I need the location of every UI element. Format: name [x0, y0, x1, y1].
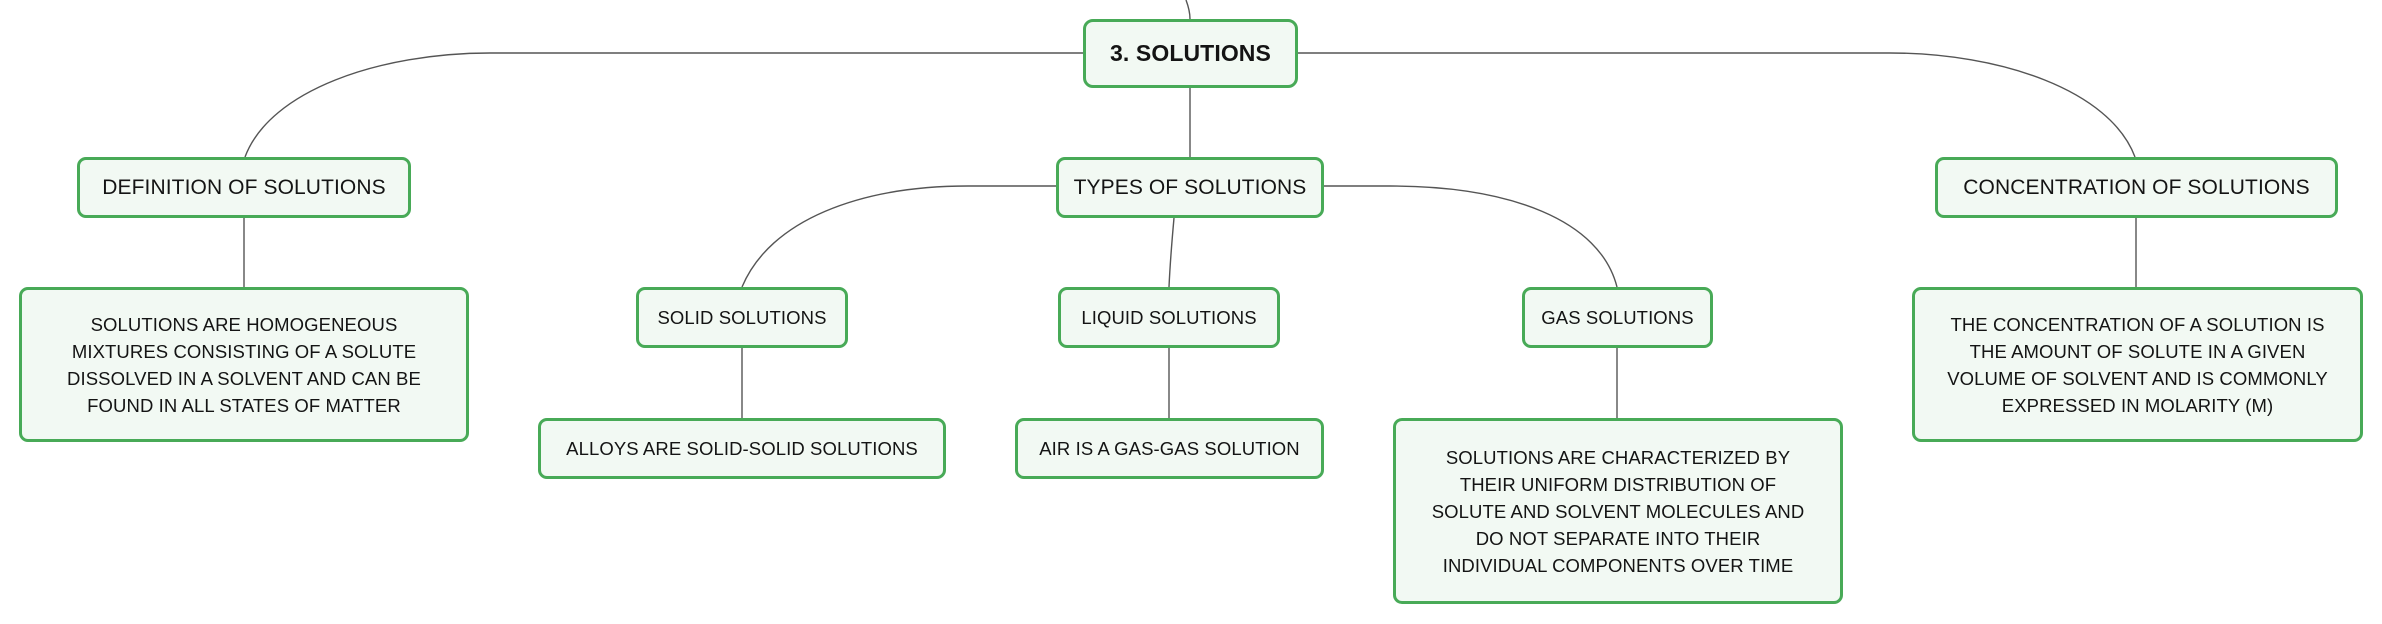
liquid-solutions-node[interactable]: LIQUID SOLUTIONS [1058, 287, 1280, 348]
types-label: TYPES OF SOLUTIONS [1073, 176, 1307, 199]
gas-solutions-node[interactable]: GAS SOLUTIONS [1522, 287, 1713, 348]
liquid-detail-text: AIR IS A GAS-GAS SOLUTION [1039, 438, 1300, 459]
connector-types-to-gas [1324, 185, 1618, 288]
root-node[interactable]: 3. SOLUTIONS [1083, 19, 1298, 88]
gas-detail-node[interactable]: SOLUTIONS ARE CHARACTERIZED BY THEIR UNI… [1393, 418, 1843, 604]
solid-solutions-node[interactable]: SOLID SOLUTIONS [636, 287, 848, 348]
concentration-detail-text: THE CONCENTRATION OF A SOLUTION IS THE A… [1947, 313, 2328, 416]
concentration-node[interactable]: CONCENTRATION OF SOLUTIONS [1935, 157, 2338, 218]
connector-parent-to-root [1185, 0, 1191, 20]
definition-detail-text: SOLUTIONS ARE HOMOGENEOUS MIXTURES CONSI… [67, 313, 421, 416]
types-node[interactable]: TYPES OF SOLUTIONS [1056, 157, 1324, 218]
concentration-label: CONCENTRATION OF SOLUTIONS [1963, 176, 2310, 199]
solid-detail-node[interactable]: ALLOYS ARE SOLID-SOLID SOLUTIONS [538, 418, 946, 479]
connector-root-to-definition [244, 52, 1083, 158]
root-label: 3. SOLUTIONS [1110, 40, 1271, 66]
liquid-solutions-label: LIQUID SOLUTIONS [1081, 307, 1257, 328]
connector-types-to-solid [741, 185, 1056, 288]
concentration-detail-node[interactable]: THE CONCENTRATION OF A SOLUTION IS THE A… [1912, 287, 2363, 442]
solid-detail-text: ALLOYS ARE SOLID-SOLID SOLUTIONS [566, 438, 918, 459]
liquid-detail-node[interactable]: AIR IS A GAS-GAS SOLUTION [1015, 418, 1324, 479]
gas-detail-text: SOLUTIONS ARE CHARACTERIZED BY THEIR UNI… [1431, 446, 1805, 576]
definition-label: DEFINITION OF SOLUTIONS [102, 176, 386, 199]
connector-root-to-concentration [1297, 52, 2136, 158]
connector-types-to-liquid [1168, 217, 1175, 288]
definition-detail-node[interactable]: SOLUTIONS ARE HOMOGENEOUS MIXTURES CONSI… [19, 287, 469, 442]
definition-node[interactable]: DEFINITION OF SOLUTIONS [77, 157, 411, 218]
solid-solutions-label: SOLID SOLUTIONS [657, 307, 827, 328]
gas-solutions-label: GAS SOLUTIONS [1541, 307, 1694, 328]
